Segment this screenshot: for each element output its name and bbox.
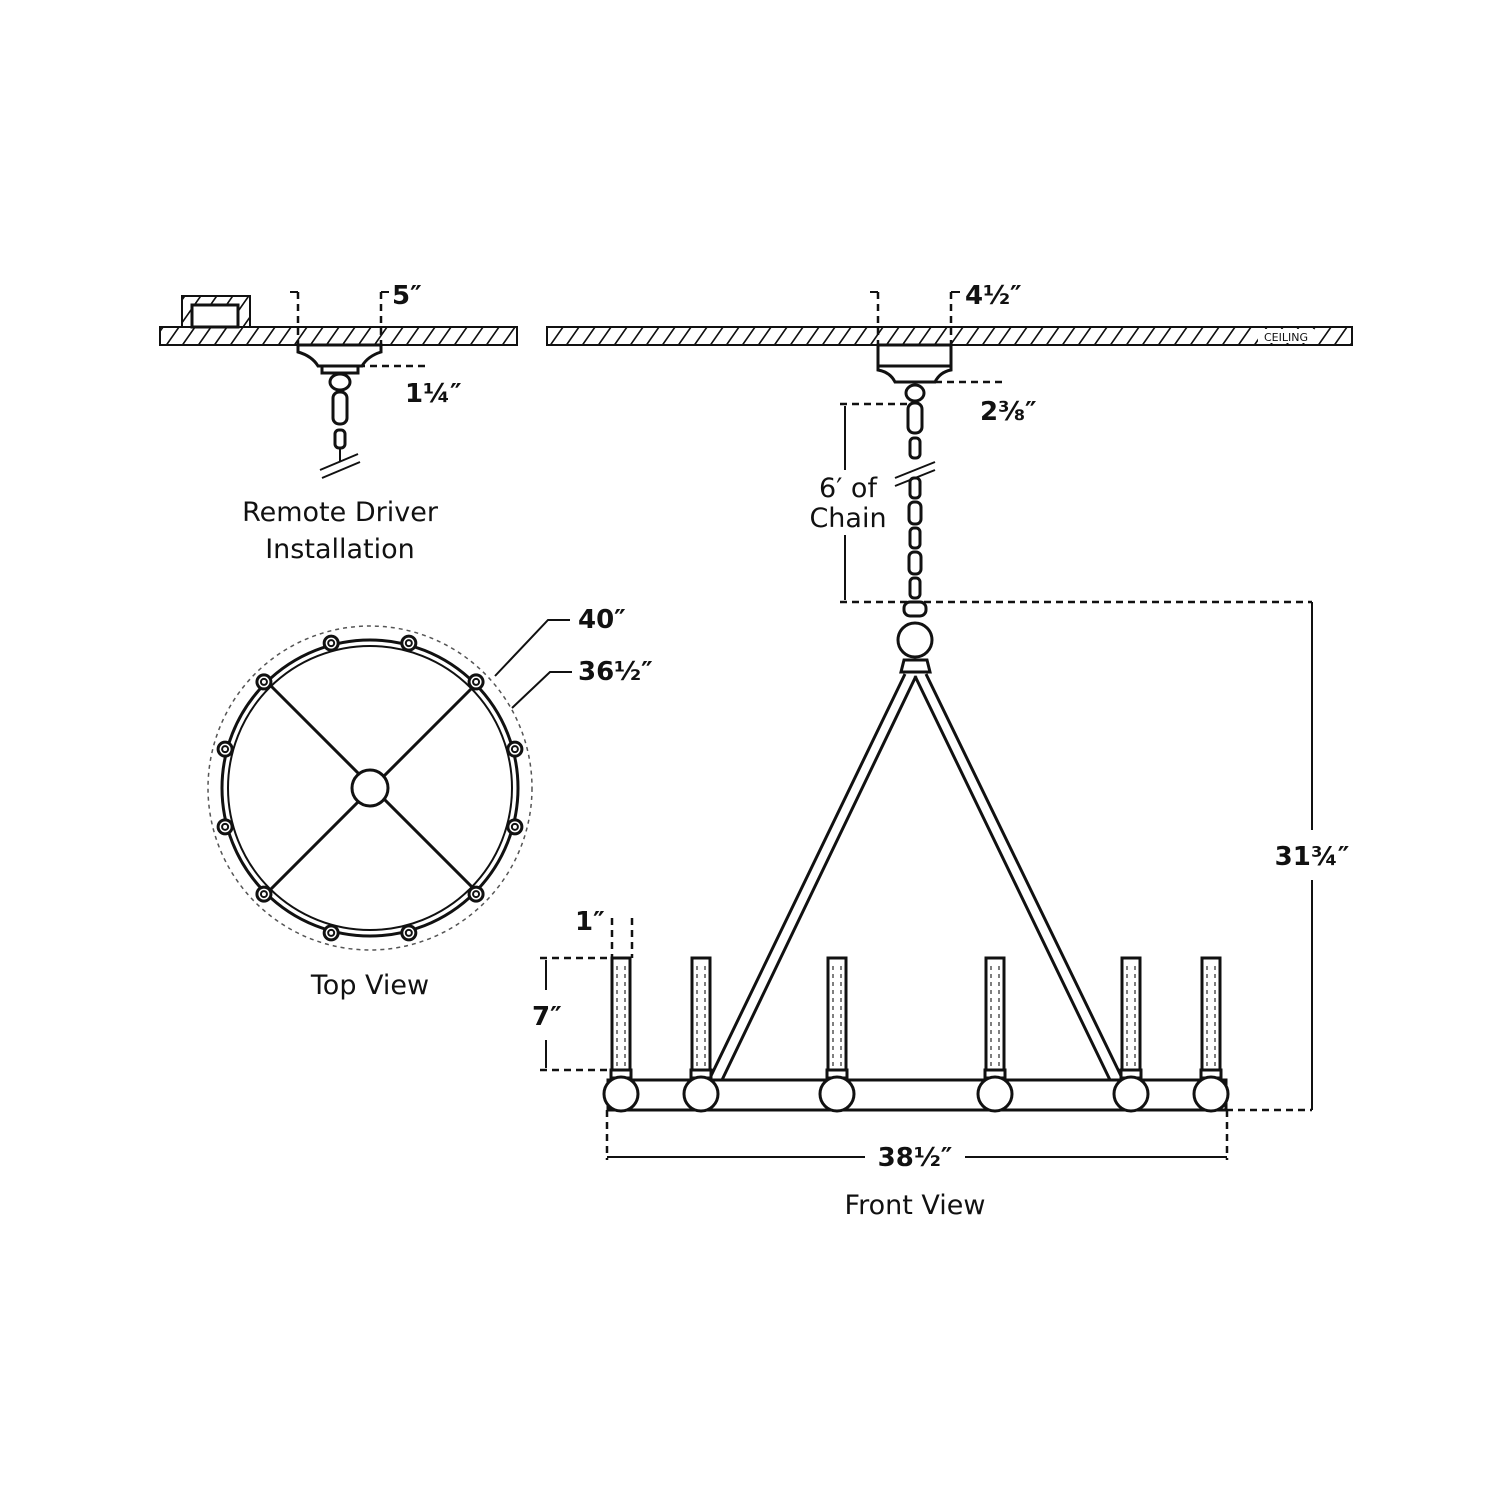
ceiling-label: CEILING (1264, 331, 1308, 344)
front-view-mount: CEILING 4½″ 2⅜″ 6′ of Chain (546, 281, 1353, 604)
ceiling-label-bg (1258, 329, 1314, 343)
leader-36 (511, 671, 572, 709)
right-arm (913, 673, 1125, 1081)
loop (902, 600, 928, 618)
front-canopy-width-label: 4½″ (965, 281, 1022, 311)
leader-40 (494, 619, 570, 677)
ring-inner (227, 645, 513, 931)
canopy-base (876, 364, 953, 384)
remote-canopy-height-label: 1¼″ (405, 379, 462, 409)
chain-icon (894, 383, 936, 600)
candle-globe (1112, 1075, 1150, 1113)
candle (682, 956, 720, 1113)
outer-diameter-circle (207, 625, 533, 951)
candle-cup (400, 924, 418, 942)
front-view-title: Front View (845, 1190, 986, 1221)
canopy-cap (320, 364, 360, 375)
candle-globe (682, 1075, 720, 1113)
remote-driver-installation: 5″ 1¼″ Remote Driver Installation (159, 281, 518, 565)
arm-hub (899, 658, 932, 674)
ring-diameter-label: 36½″ (578, 657, 653, 687)
front-canopy-height-label: 2⅜″ (980, 397, 1037, 427)
candle-cup (255, 673, 273, 691)
top-view-title: Top View (310, 970, 429, 1001)
fixture-width-label: 38½″ (878, 1143, 953, 1173)
fixture-height-label: 31¾″ (1275, 842, 1350, 872)
chain-length-label-2: Chain (809, 503, 886, 534)
remote-canopy-width-label: 5″ (392, 281, 422, 311)
candle-cups (216, 634, 524, 942)
candle-globe (818, 1075, 856, 1113)
remote-driver-title-1: Remote Driver (242, 497, 439, 528)
candle-cup (322, 924, 340, 942)
outer-diameter-label: 40″ (578, 605, 626, 635)
ring-outer (220, 638, 520, 938)
front-canopy (876, 343, 953, 368)
ceiling-left (159, 326, 518, 346)
finial-ball (896, 621, 934, 659)
candle-cup (322, 634, 340, 652)
front-view-fixture: 1″ 7″ 31¾″ 38½″ Front View (532, 600, 1350, 1221)
candle-globe (976, 1075, 1014, 1113)
candle (1112, 956, 1150, 1113)
candle-globe (602, 1075, 640, 1113)
candle-cup (255, 885, 273, 903)
candle (818, 956, 856, 1113)
top-view: 40″ 36½″ Top View (207, 605, 653, 1001)
candle (976, 956, 1014, 1113)
left-arm (707, 673, 918, 1081)
candle (1192, 956, 1230, 1113)
candle-cup (400, 634, 418, 652)
candle-cup (506, 818, 524, 836)
canopy (296, 343, 383, 368)
chain-icon (319, 372, 361, 479)
candle-width-label: 1″ (575, 907, 605, 937)
candle-cup (467, 673, 485, 691)
candle (602, 956, 640, 1113)
candle-cup (506, 740, 524, 758)
candle-cup (467, 885, 485, 903)
candle-height-label: 7″ (532, 1002, 562, 1032)
remote-driver-title-2: Installation (265, 534, 415, 565)
ceiling-right (546, 326, 1353, 346)
center-hub (350, 768, 390, 808)
candle-cup (216, 818, 234, 836)
candle-cup (216, 740, 234, 758)
candle-globe (1192, 1075, 1230, 1113)
chain-length-label-1: 6′ of (819, 473, 878, 504)
driver (190, 303, 240, 329)
candles (602, 956, 1230, 1113)
